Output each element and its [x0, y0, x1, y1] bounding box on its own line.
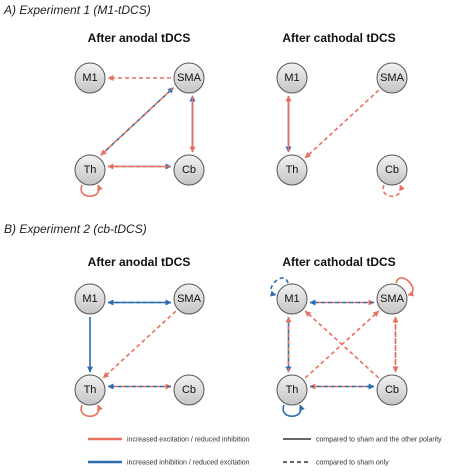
- node-th: Th: [74, 374, 106, 406]
- node-label: Th: [84, 164, 97, 176]
- node-sma: SMA: [173, 62, 205, 94]
- node-label: SMA: [380, 293, 405, 305]
- panel-title: After cathodal tDCS: [282, 255, 395, 269]
- node-circle: [276, 154, 308, 186]
- panel-title: After cathodal tDCS: [282, 31, 395, 45]
- section-a-title: A) Experiment 1 (M1-tDCS): [3, 3, 151, 17]
- node-th: Th: [276, 154, 308, 186]
- node-circle: [74, 154, 106, 186]
- legend-blue-label: increased inhibition / reduced excitatio…: [127, 460, 250, 467]
- node-sma: SMA: [376, 62, 408, 94]
- node-label: SMA: [380, 72, 405, 84]
- node-th: Th: [276, 374, 308, 406]
- node-circle: [276, 374, 308, 406]
- node-label: M1: [82, 293, 97, 305]
- node-circle: [173, 62, 205, 94]
- edge-th-to-th: [282, 404, 305, 418]
- panel-exp1-cathodal: After cathodal tDCS M1 SMA Th Cb: [276, 31, 408, 198]
- edge-cb-to-cb: [382, 184, 405, 198]
- node-circle: [276, 283, 308, 315]
- node-sma: SMA: [376, 283, 408, 315]
- node-sma: SMA: [173, 283, 205, 315]
- panel-title: After anodal tDCS: [88, 31, 191, 45]
- panel-title: After anodal tDCS: [88, 255, 191, 269]
- panel-exp1-anodal: After anodal tDCS M1 SMA Th Cb: [74, 31, 205, 198]
- node-m1: M1: [74, 62, 106, 94]
- node-circle: [173, 283, 205, 315]
- node-cb: Cb: [376, 154, 408, 186]
- edge-sma-to-th: [304, 89, 380, 159]
- node-label: Cb: [385, 384, 399, 396]
- node-label: SMA: [177, 293, 202, 305]
- node-label: Cb: [385, 164, 399, 176]
- panel-exp2-anodal: After anodal tDCS M1 SMA Th Cb: [74, 255, 205, 418]
- node-circle: [74, 62, 106, 94]
- node-label: Cb: [182, 384, 196, 396]
- section-b-title: B) Experiment 2 (cb-tDCS): [4, 222, 147, 236]
- node-circle: [276, 62, 308, 94]
- node-label: Cb: [182, 164, 196, 176]
- node-label: Th: [84, 384, 97, 396]
- node-circle: [173, 374, 205, 406]
- node-label: Th: [286, 384, 299, 396]
- node-cb: Cb: [173, 374, 205, 406]
- node-m1: M1: [276, 283, 308, 315]
- edge-sma-to-th: [102, 310, 177, 379]
- edge-th-to-th: [80, 404, 103, 418]
- edge-sma-to-sma: [395, 277, 414, 297]
- edge-th-to-th: [80, 184, 103, 198]
- node-circle: [376, 154, 408, 186]
- node-cb: Cb: [376, 374, 408, 406]
- node-circle: [376, 62, 408, 94]
- node-circle: [376, 283, 408, 315]
- legend-solid-label: compared to sham and the other polarity: [316, 437, 442, 444]
- node-th: Th: [74, 154, 106, 186]
- edge-cb-to-m1: [304, 310, 380, 379]
- node-label: M1: [284, 72, 299, 84]
- edge-sma-to-th: [100, 87, 174, 156]
- node-circle: [376, 374, 408, 406]
- node-label: M1: [284, 293, 299, 305]
- node-m1: M1: [74, 283, 106, 315]
- node-label: SMA: [177, 72, 202, 84]
- node-cb: Cb: [173, 154, 205, 186]
- legend-dashed-label: compared to sham only: [316, 460, 389, 467]
- node-circle: [173, 154, 205, 186]
- edge-m1-to-m1: [270, 277, 289, 297]
- node-circle: [74, 374, 106, 406]
- node-label: M1: [82, 72, 97, 84]
- node-circle: [74, 283, 106, 315]
- node-label: Th: [286, 164, 299, 176]
- legend-red-label: increased excitation / reduced inhibitio…: [127, 437, 250, 444]
- node-m1: M1: [276, 62, 308, 94]
- panel-exp2-cathodal: After cathodal tDCS M1 SMA Th Cb: [270, 255, 414, 418]
- legend: increased excitation / reduced inhibitio…: [88, 437, 442, 467]
